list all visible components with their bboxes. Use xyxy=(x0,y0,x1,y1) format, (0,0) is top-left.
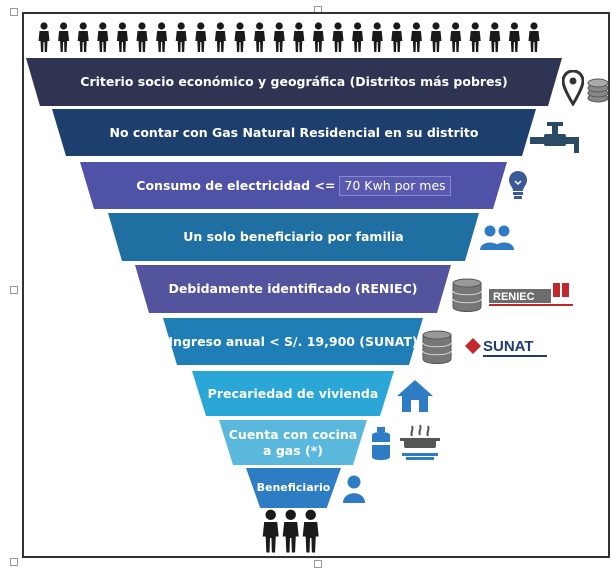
resize-handle-left-center[interactable] xyxy=(10,286,18,294)
person-figure xyxy=(391,22,403,52)
person-figure xyxy=(293,22,305,52)
house-icon xyxy=(397,380,433,412)
person-figure xyxy=(58,22,70,52)
person-figure xyxy=(195,22,207,52)
reniec-logo: RENIEC xyxy=(489,281,577,309)
person-figure xyxy=(332,22,344,52)
person-figure xyxy=(410,22,422,52)
lightbulb-icon xyxy=(509,171,527,199)
person-figure xyxy=(262,509,279,553)
person-figure xyxy=(254,22,266,52)
coins-icon xyxy=(587,78,609,103)
person-figure xyxy=(312,22,324,52)
funnel-level-label: Precariedad de vivienda xyxy=(207,385,379,401)
funnel-level-2: No contar con Gas Natural Residencial en… xyxy=(52,109,536,156)
funnel-level-label: Criterio socio económico y geográfica (D… xyxy=(80,74,508,89)
person-figure xyxy=(116,22,128,52)
database-icon xyxy=(422,330,452,364)
funnel-level-label-line2: a gas (*) xyxy=(263,442,323,458)
funnel-level-label: Consumo de electricidad <= xyxy=(136,177,336,193)
stove-pot-icon xyxy=(400,424,440,460)
funnel-level-7: Precariedad de vivienda xyxy=(192,371,394,416)
reniec-logo-text: RENIEC xyxy=(493,291,535,303)
beneficiary-people-icon xyxy=(262,509,319,553)
person-icon xyxy=(343,475,365,503)
funnel-level-label: Un solo beneficiario por familia xyxy=(183,229,404,244)
person-figure xyxy=(175,22,187,52)
funnel-level-4: Un solo beneficiario por familia xyxy=(108,213,479,261)
gas-valve-icon xyxy=(530,122,579,153)
funnel-level-label: Debidamente identificado (RENIEC) xyxy=(168,281,418,296)
person-figure xyxy=(214,22,226,52)
funnel-level-label: Cuenta con cocina xyxy=(228,426,358,442)
person-figure xyxy=(282,509,299,553)
funnel-level-5: Debidamente identificado (RENIEC) xyxy=(135,265,451,313)
person-figure xyxy=(352,22,364,52)
resize-handle-top-left[interactable] xyxy=(10,8,18,16)
person-figure xyxy=(38,22,50,52)
funnel-level-label: Beneficiario xyxy=(256,481,331,494)
funnel-level-3: Consumo de electricidad <=70 Kwh por mes xyxy=(80,162,507,209)
gas-cylinder-icon xyxy=(372,427,390,460)
population-crowd-icon xyxy=(38,22,540,52)
person-figure xyxy=(469,22,481,52)
funnel-level-1: Criterio socio económico y geográfica (D… xyxy=(26,58,562,106)
sunat-logo: SUNAT xyxy=(463,334,553,360)
database-icon xyxy=(452,278,482,312)
person-figure xyxy=(234,22,246,52)
person-figure xyxy=(508,22,520,52)
person-figure xyxy=(371,22,383,52)
person-figure xyxy=(97,22,109,52)
funnel-level-label: Ingreso anual < S/. 19,900 (SUNAT) xyxy=(168,333,418,349)
sunat-logo-text: SUNAT xyxy=(483,338,534,355)
funnel-level-6: Ingreso anual < S/. 19,900 (SUNAT) xyxy=(163,318,423,365)
funnel-level-label: No contar con Gas Natural Residencial en… xyxy=(109,124,479,140)
person-figure xyxy=(273,22,285,52)
person-figure xyxy=(302,509,319,553)
person-figure xyxy=(77,22,89,52)
funnel-level-9: Beneficiario xyxy=(246,468,341,508)
funnel-level-highlight: 70 Kwh por mes xyxy=(339,175,451,196)
person-figure xyxy=(450,22,462,52)
two-people-icon xyxy=(480,225,514,250)
person-figure xyxy=(156,22,168,52)
person-figure xyxy=(489,22,501,52)
person-figure xyxy=(528,22,540,52)
location-pin-icon xyxy=(562,70,584,106)
person-figure xyxy=(430,22,442,52)
resize-handle-bottom-left[interactable] xyxy=(10,558,18,566)
person-figure xyxy=(136,22,148,52)
